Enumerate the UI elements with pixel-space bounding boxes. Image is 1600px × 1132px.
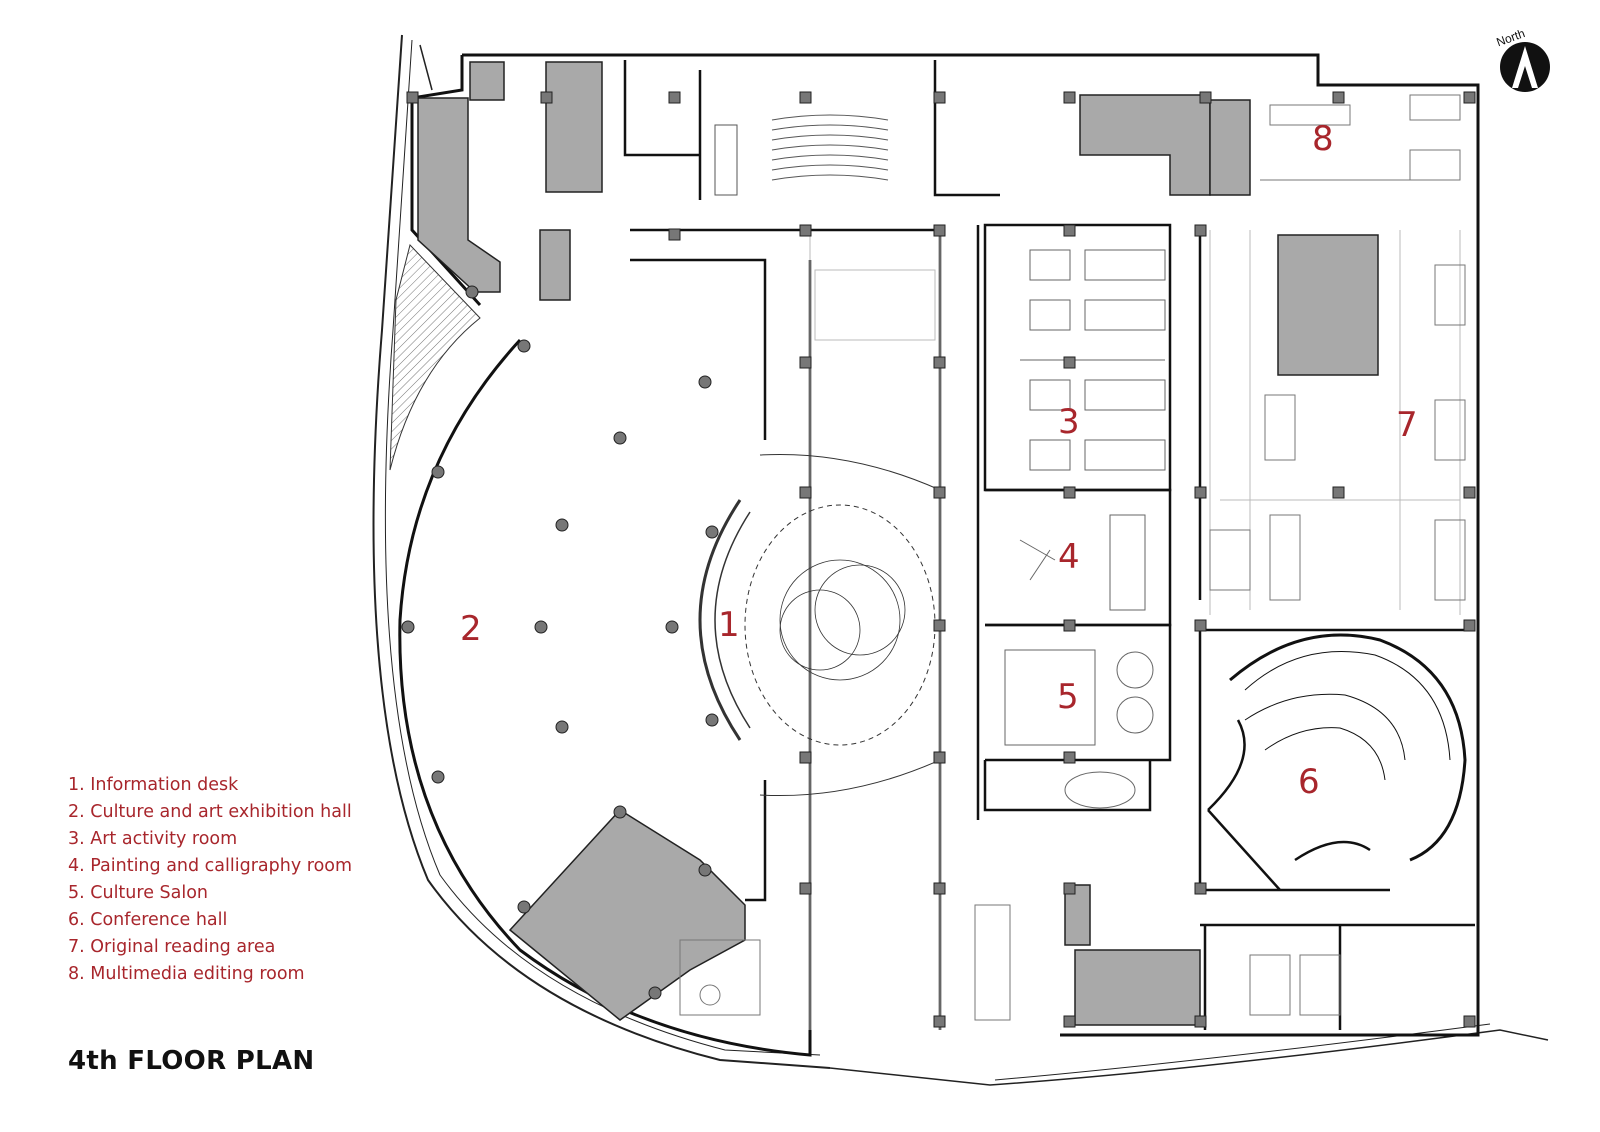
legend-item: 4. Painting and calligraphy room bbox=[68, 856, 353, 876]
legend-item: 6. Conference hall bbox=[68, 910, 228, 930]
bottom-meeting-room bbox=[679, 904, 1341, 1021]
legend-item: 8. Multimedia editing room bbox=[68, 964, 305, 984]
legend-item: 7. Original reading area bbox=[68, 937, 276, 957]
round-columns bbox=[401, 285, 719, 1000]
hatched-stair-ramp bbox=[389, 244, 481, 471]
plan-title: 4th FLOOR PLAN bbox=[68, 1046, 315, 1076]
room-number-4: 4 bbox=[1058, 537, 1080, 577]
north-arrow-icon: North bbox=[1494, 26, 1550, 92]
art-room-furniture bbox=[1020, 249, 1166, 471]
room-number-5: 5 bbox=[1057, 677, 1079, 717]
legend-item: 5. Culture Salon bbox=[68, 883, 209, 903]
service-cores bbox=[417, 61, 1379, 1026]
legend-item: 1. Information desk bbox=[68, 775, 239, 795]
reading-area-tables bbox=[1209, 264, 1466, 601]
legend-item: 3. Art activity room bbox=[68, 829, 238, 849]
lecture-room-seats bbox=[714, 114, 889, 196]
room-number-8: 8 bbox=[1312, 119, 1334, 159]
room-number-7: 7 bbox=[1396, 405, 1418, 445]
room-number-2: 2 bbox=[460, 609, 482, 649]
legend-item: 2. Culture and art exhibition hall bbox=[68, 802, 352, 822]
room-legend: 1. Information desk 2. Culture and art e… bbox=[68, 772, 352, 988]
square-columns bbox=[406, 91, 1476, 1028]
interior-walls bbox=[623, 60, 1475, 1030]
multimedia-room-desks bbox=[1260, 94, 1461, 181]
room-number-3: 3 bbox=[1058, 402, 1080, 442]
room-number-6: 6 bbox=[1298, 762, 1320, 802]
conference-hall-outline bbox=[1207, 633, 1467, 891]
room-number-1: 1 bbox=[718, 605, 740, 645]
salon-furniture bbox=[1004, 649, 1154, 809]
calligraphy-room-furniture bbox=[1019, 514, 1146, 611]
